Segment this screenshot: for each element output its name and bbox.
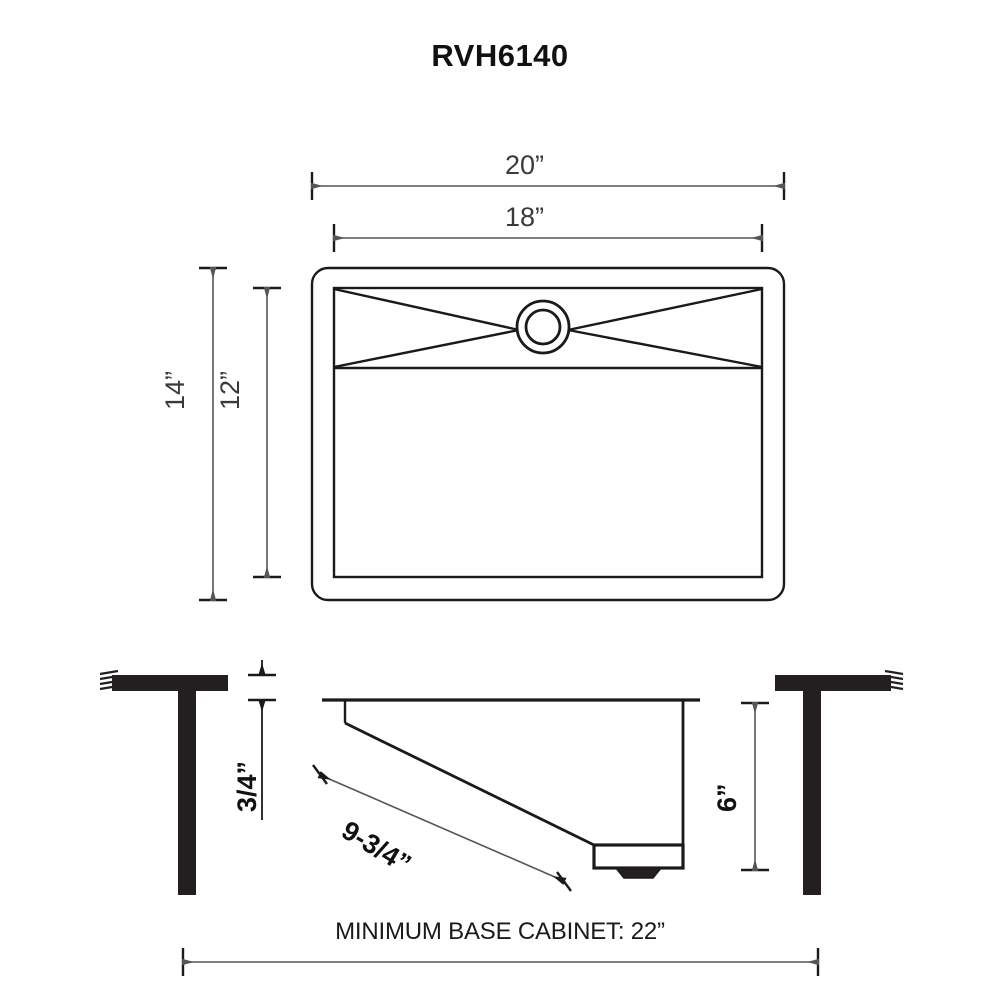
channel-slope-top-left	[333, 287, 520, 332]
dim-934-tick-start	[312, 764, 328, 785]
dim-label-height-outer: 14”	[160, 370, 190, 410]
sink-sloped-bottom	[344, 721, 595, 847]
dim-slope-length	[312, 764, 572, 892]
drain-housing-box	[592, 843, 685, 870]
base-cabinet-caption: MINIMUM BASE CABINET: 22”	[335, 918, 665, 945]
channel-slope-bottom-left	[333, 328, 520, 369]
dim-basin-depth	[741, 701, 769, 872]
sink-outer-rim	[310, 266, 786, 602]
cabinet-wall-right	[775, 669, 904, 895]
channel-slope-top-right	[567, 287, 763, 332]
cabinet-panel-right	[803, 691, 821, 895]
page-title: RVH6140	[431, 38, 569, 73]
drain-inner-ring-icon	[524, 308, 562, 346]
hatch-marks-left	[99, 669, 119, 691]
dim-934-tick-end	[556, 871, 572, 892]
dim-base-cabinet	[181, 948, 820, 976]
side-height-dimensions	[199, 266, 281, 602]
dim-label-rim-thickness: 3/4”	[232, 760, 262, 812]
countertop-right	[775, 675, 891, 691]
dim-label-width-inner: 18”	[505, 202, 545, 232]
sink-inner-basin	[332, 286, 764, 579]
dim-934-line	[317, 771, 567, 885]
top-view-group	[310, 266, 786, 602]
cabinet-wall-left	[99, 669, 228, 895]
channel-slope-bottom-right	[567, 328, 763, 369]
dim-rim-thickness	[248, 660, 276, 820]
top-width-dimensions	[310, 172, 786, 252]
dim-label-height-inner: 12”	[215, 370, 245, 410]
cabinet-panel-left	[178, 691, 196, 895]
hatch-marks-right	[884, 669, 904, 691]
countertop-left	[112, 675, 228, 691]
drain-outlet-nub	[614, 867, 663, 879]
dim-label-width-outer: 20”	[505, 150, 545, 180]
dim-label-depth: 6”	[712, 783, 742, 812]
